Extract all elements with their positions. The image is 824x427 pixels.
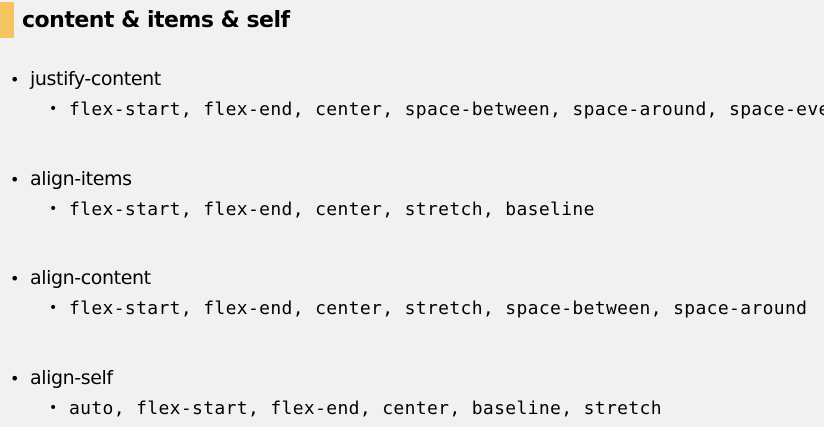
slide-header: content & items & self	[0, 2, 290, 38]
property-values: auto, flex-start, flex-end, center, base…	[69, 397, 662, 419]
bullet-icon: •	[49, 400, 58, 416]
value-item: • flex-start, flex-end, center, stretch,…	[49, 297, 807, 319]
property-name: align-items	[30, 168, 132, 190]
property-values: flex-start, flex-end, center, space-betw…	[69, 98, 824, 120]
value-item: • auto, flex-start, flex-end, center, ba…	[49, 397, 662, 419]
bullet-icon: •	[10, 169, 20, 189]
value-item: • flex-start, flex-end, center, stretch,…	[49, 198, 595, 220]
bullet-icon: •	[10, 268, 20, 288]
property-item: • align-self	[10, 366, 113, 390]
property-name: align-self	[30, 367, 113, 389]
property-item: • align-items	[10, 167, 132, 191]
title-accent-bar	[0, 2, 14, 38]
value-item: • flex-start, flex-end, center, space-be…	[49, 98, 824, 120]
slide-title: content & items & self	[22, 7, 290, 33]
property-name: justify-content	[30, 68, 161, 90]
property-values: flex-start, flex-end, center, stretch, b…	[69, 198, 595, 220]
property-item: • align-content	[10, 266, 151, 290]
property-name: align-content	[30, 267, 151, 289]
bullet-icon: •	[49, 101, 58, 117]
bullet-icon: •	[10, 69, 20, 89]
property-values: flex-start, flex-end, center, stretch, s…	[69, 297, 808, 319]
bullet-icon: •	[49, 201, 58, 217]
property-item: • justify-content	[10, 67, 161, 91]
bullet-icon: •	[10, 368, 20, 388]
bullet-icon: •	[49, 300, 58, 316]
